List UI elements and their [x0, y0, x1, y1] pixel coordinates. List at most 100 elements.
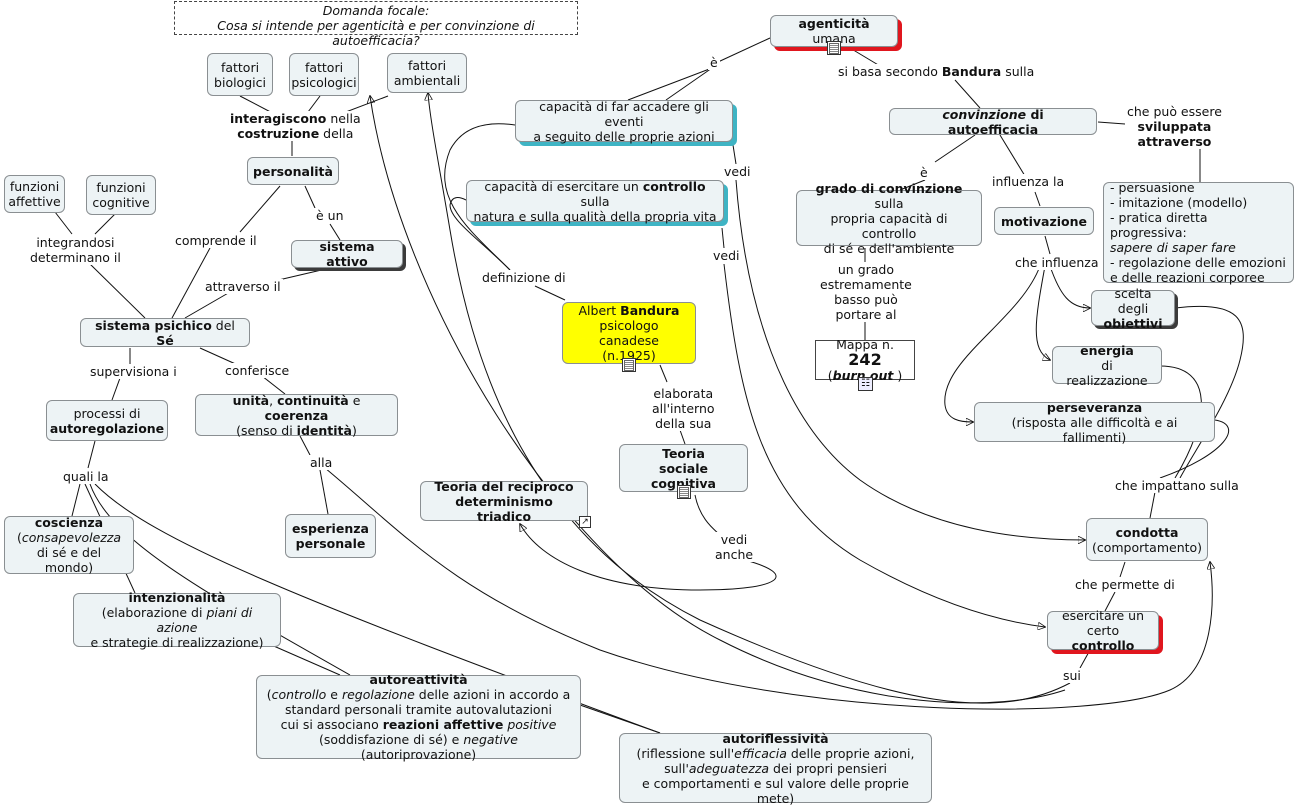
node-motivazione[interactable]: motivazione [994, 207, 1094, 235]
text-line: costruzione [237, 126, 320, 141]
link-attraverso-sistemapsichico [184, 291, 231, 319]
link-qualila-coscienza [71, 483, 81, 517]
node-condotta[interactable]: condotta(comportamento) [1086, 518, 1208, 561]
text-line: personale [295, 536, 366, 551]
text-line: sulla [1001, 64, 1035, 79]
text-line: ambientali [393, 73, 461, 88]
document-icon[interactable] [827, 41, 841, 55]
external-link-icon[interactable]: ↗ [579, 516, 591, 528]
convinzione-rest: di autoefficacia [947, 106, 1044, 137]
node-personalita[interactable]: personalità [247, 157, 339, 185]
text-line: funzioni [9, 179, 60, 194]
link-personalita-eun [304, 185, 316, 209]
text-line: a seguito delle proprie azioni [533, 128, 715, 144]
link-processi-qualila [87, 440, 96, 469]
text-line: della sua [655, 416, 712, 431]
node-sistema-psichico[interactable]: sistema psichico del Sé [80, 318, 250, 348]
link-bandura-elaborata [659, 364, 668, 383]
label-si-basa: si basa secondo Bandura sulla [836, 64, 1037, 79]
label-vedi-1: vedi [722, 164, 753, 179]
text-line: Bandura [941, 64, 1002, 79]
text-line: perseveranza [1046, 399, 1143, 415]
text-line: (soddisfazione di sé) e [319, 732, 464, 747]
text-line: autoregolazione [49, 420, 165, 436]
text-line: standard personali tramite autovalutazio… [285, 702, 552, 717]
node-mappa[interactable]: Mappa n. 242(burn out ) [815, 337, 915, 383]
text-line: reazioni affettive [382, 717, 504, 732]
node-unita[interactable]: unità, continuità e coerenza(senso di id… [195, 393, 398, 438]
link-sibasa-convinzione [954, 79, 981, 109]
link-bandura-definizione [534, 285, 566, 301]
text-line: (autoriprovazione) [360, 747, 477, 762]
text-line: (elaborazione di [101, 605, 207, 620]
text-line: - imitazione (modello) [1110, 195, 1248, 210]
document-icon[interactable] [677, 485, 691, 499]
node-autoriflessivita[interactable]: autoriflessività(riflessione sull'effica… [619, 731, 932, 806]
text-line: elaborata [653, 386, 714, 401]
label-alla: alla [308, 455, 335, 470]
text-line: psicologici [291, 74, 357, 90]
text-line: propria capacità di controllo [830, 210, 948, 241]
label-conferisce: conferisce [223, 363, 292, 378]
text-line: autoreattività [369, 672, 468, 687]
node-strategie[interactable]: - persuasione- imitazione (modello)- pra… [1103, 180, 1294, 285]
text-line: scelta degli [1114, 285, 1152, 316]
link-e-capacita [627, 67, 713, 101]
link-definizione-controllo [449, 197, 511, 271]
label-e-top: è [708, 55, 720, 70]
link-conferisce-unita [261, 375, 286, 395]
link-convinzione-chepuo [1097, 121, 1126, 125]
sitemap-icon[interactable]: ☷ [858, 377, 873, 391]
text-line: delle proprie azioni, [786, 745, 915, 761]
text-line: anche [715, 547, 754, 562]
label-supervisiona: supervisiona i [88, 364, 179, 379]
text-line: intenzionalità [128, 590, 226, 605]
text-line: consapevolezza [21, 530, 122, 545]
link-convinzione-e [934, 134, 976, 163]
node-sistema-attivo[interactable]: sistema attivo [291, 239, 403, 269]
text-line: basso può [834, 292, 898, 307]
agenticita-bold: agenticità [798, 16, 870, 31]
document-icon[interactable] [622, 358, 636, 372]
text-line: (n.1925) [602, 348, 656, 363]
node-intenzionalita[interactable]: intenzionalità(elaborazione di piani di … [73, 590, 281, 650]
text-line: ) [893, 368, 903, 383]
agenticita-rest: umana [812, 31, 856, 46]
node-autoreattivita[interactable]: autoreattività(controllo e regolazione d… [256, 672, 581, 762]
convinzione-bold: convinzione [942, 106, 1031, 122]
text-line: coerenza [264, 407, 329, 423]
label-attraverso-il: attraverso il [203, 279, 283, 294]
link-vediaanche-reciproco [520, 524, 777, 591]
link-permette-esercitare [1104, 591, 1116, 612]
text-line: all'interno [652, 401, 715, 416]
text-line: sistema attivo [319, 239, 375, 269]
text-line: nella [326, 111, 361, 126]
node-convinzione[interactable]: convinzione di autoefficacia [889, 106, 1097, 137]
text-line: Sé [156, 332, 174, 348]
focal-title: Domanda focale: [322, 3, 430, 18]
text-line: sull' [664, 760, 689, 776]
text-line: della [319, 126, 354, 141]
text-line: psicologo canadese [599, 318, 659, 348]
node-capacita-controllo[interactable]: capacità di esercitare un controllo sull… [466, 179, 724, 224]
text-line: fattori [407, 58, 447, 73]
label-e-un: è un [314, 208, 346, 223]
node-perseveranza[interactable]: perseveranza(risposta alle difficoltà e … [974, 399, 1215, 445]
link-affettive-integrandosi [54, 211, 73, 235]
